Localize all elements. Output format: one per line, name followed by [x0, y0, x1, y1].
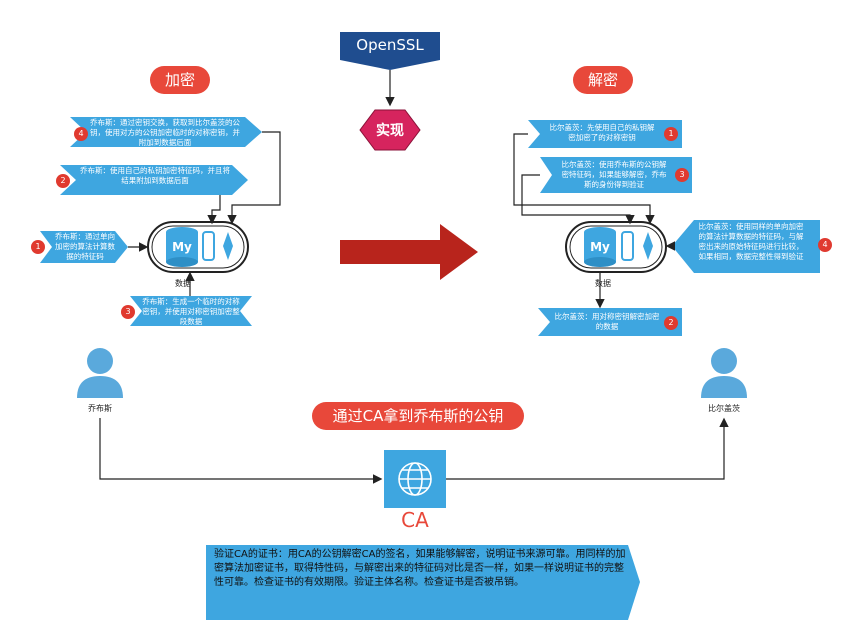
left-data-label: 数据	[175, 279, 191, 288]
right-note-3-number: 3	[675, 168, 689, 182]
right-phone-icon	[621, 231, 634, 261]
left-note-2-text: 乔布斯：使用自己的私钥加密特征码，并且将结果附加到数据后面	[80, 166, 230, 185]
right-note-1-number: 1	[664, 127, 678, 141]
right-note-3-text: 比尔盖茨：使用乔布斯的公钥解密特征码，如果能够解密，乔布斯的身份得到验证	[561, 160, 667, 189]
right-data-label: 数据	[595, 279, 611, 288]
ca-conn-left	[99, 418, 383, 484]
right-conn-1	[513, 133, 655, 225]
left-note-4-shape	[70, 117, 262, 147]
person-right-label: 比尔盖茨	[708, 404, 740, 413]
transfer-arrow	[340, 224, 478, 280]
verify-note-shape	[206, 545, 640, 620]
right-note-2-shape	[538, 308, 682, 336]
ca-banner: 通过CA拿到乔布斯的公钥	[312, 402, 524, 430]
left-note-3-number: 3	[121, 305, 135, 319]
right-note-4-text: 比尔盖茨：使用同样的单向加密的算法计算数据的特征码，与解密出来的原始特征码进行比…	[698, 222, 804, 261]
openssl-banner	[340, 32, 440, 70]
left-note-1-text: 乔布斯：通过单向加密的算法计算数据的特征码	[55, 232, 115, 261]
ca-label: CA	[401, 508, 429, 532]
left-note-4-number: 4	[74, 127, 88, 141]
right-diamond-icon	[643, 232, 653, 260]
left-conn-4	[227, 131, 281, 225]
implement-hexagon	[359, 109, 421, 151]
decrypt-title: 解密	[573, 66, 633, 94]
right-note-2-number: 2	[664, 316, 678, 330]
left-note-2-shape	[60, 165, 248, 195]
left-note-1-number: 1	[31, 240, 45, 254]
person-left-label: 乔布斯	[88, 404, 112, 413]
encrypt-title: 加密	[150, 66, 210, 94]
verify-note-text: 验证CA的证书：用CA的公钥解密CA的签名，如果能够解密，说明证书来源可靠。用同…	[214, 549, 626, 588]
right-db-label: My	[590, 240, 610, 254]
left-note-4-text: 乔布斯：通过密钥交换，获取到比尔盖茨的公钥，使用对方的公钥加密临时的对称密钥，并…	[90, 118, 240, 147]
right-note-2-text: 比尔盖茨：用对称密钥解密加密的数据	[554, 312, 660, 331]
openssl-label: OpenSSL	[356, 36, 424, 54]
left-note-1-shape	[40, 231, 128, 263]
right-note-4-shape	[672, 220, 820, 273]
right-conn-3	[521, 174, 635, 225]
ca-conn-right	[446, 417, 729, 480]
left-db-label: My	[172, 240, 192, 254]
implement-label: 实现	[376, 123, 404, 139]
left-conn-2	[207, 195, 221, 225]
left-diamond-icon	[223, 232, 233, 260]
left-phone-icon	[202, 231, 215, 261]
right-note-1-shape	[528, 120, 682, 148]
globe-icon	[398, 462, 432, 496]
left-note-2-number: 2	[56, 174, 70, 188]
person-right-icon	[701, 348, 747, 398]
left-note-3-text: 乔布斯：生成一个临时的对称密钥，并使用对称密钥加密整段数据	[142, 297, 240, 326]
right-note-1-text: 比尔盖茨：先使用自己的私钥解密加密了的对称密钥	[549, 123, 655, 142]
right-note-4-number: 4	[818, 238, 832, 252]
person-left-icon	[77, 348, 123, 398]
left-note-3-shape	[130, 296, 252, 326]
right-note-3-shape	[540, 157, 692, 193]
